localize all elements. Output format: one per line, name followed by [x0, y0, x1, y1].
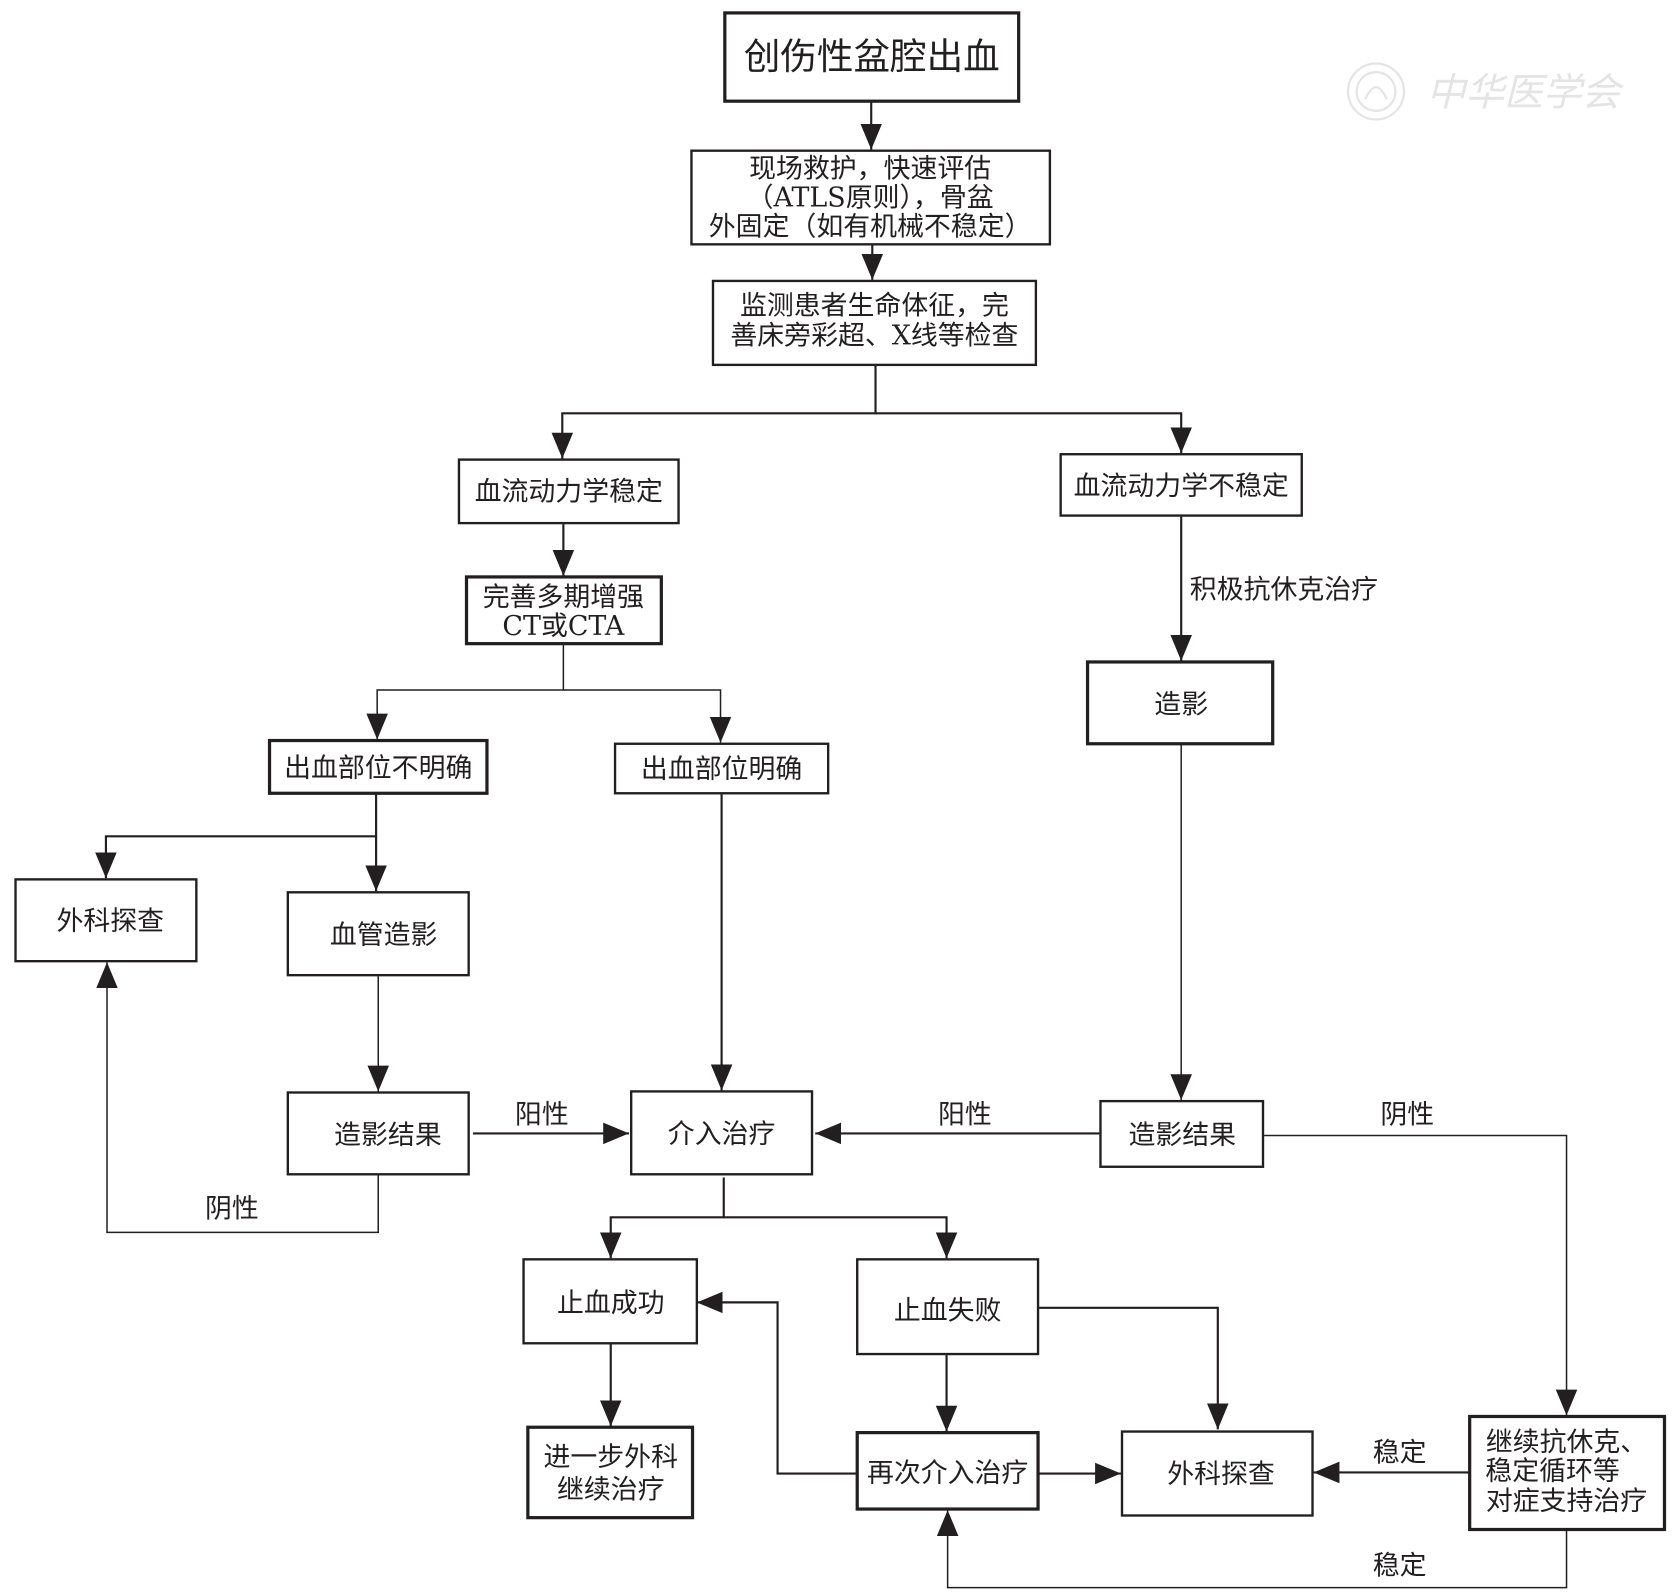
node-angio-right-text: 造影 [1154, 690, 1208, 721]
connectors [95, 102, 1578, 1589]
node-stable-text: 血流动力学稳定 [475, 477, 663, 508]
node-support-line-2: 稳定循环等 [1485, 1456, 1619, 1487]
edge-intervention-success [599, 1177, 725, 1259]
node-start: 创伤性盆腔出血 [723, 11, 1021, 103]
node-intervention-text: 介入治疗 [668, 1119, 776, 1150]
node-assess-line-1: 现场救护，快速评估 [749, 154, 991, 185]
node-unstable-text: 血流动力学不稳定 [1074, 471, 1289, 502]
edge-labels: 积极抗休克治疗 阳性 阴性 阳性 阴性 稳定 稳定 [205, 574, 1434, 1581]
edge-ct-site-unclear [366, 644, 565, 740]
edge-result-right-negative [1264, 1134, 1578, 1416]
node-result-left: 造影结果 [286, 1091, 470, 1176]
node-vessel-angio: 血管造影 [286, 891, 470, 977]
node-support: 继续抗休克、 稳定循环等 对症支持治疗 [1468, 1414, 1667, 1532]
label-stable-reintervention: 稳定 [1373, 1551, 1427, 1582]
edge-result-left-negative [96, 962, 379, 1234]
node-monitor-line-2: 善床旁彩超、X线等检查 [730, 320, 1018, 351]
label-anti-shock: 积极抗休克治疗 [1190, 574, 1378, 605]
node-ct-line-1: 完善多期增强 [483, 582, 644, 613]
label-left-negative: 阴性 [205, 1193, 259, 1224]
node-monitor-line-1: 监测患者生命体征，完 [740, 290, 1009, 321]
node-site-unclear-text: 出血部位不明确 [284, 753, 472, 784]
node-angio-right: 造影 [1085, 660, 1275, 746]
node-re-intervention-text: 再次介入治疗 [867, 1458, 1028, 1489]
edge-monitor-stable [551, 364, 877, 459]
node-failure-text: 止血失败 [894, 1296, 1002, 1327]
society-emblem-icon [1346, 62, 1406, 121]
node-ct: 完善多期增强 CT或CTA [464, 575, 663, 646]
label-left-positive: 阳性 [515, 1100, 569, 1131]
node-assess-line-2: （ATLS原则），骨盆 [747, 183, 994, 214]
label-right-positive: 阳性 [938, 1100, 992, 1131]
node-result-right: 造影结果 [1099, 1099, 1265, 1168]
edge-unclear-surgery [95, 794, 378, 879]
node-surgery-bottom: 外科探查 [1120, 1430, 1314, 1517]
node-vessel-angio-text: 血管造影 [330, 920, 438, 951]
node-further-line-2: 继续治疗 [557, 1474, 665, 1505]
node-further-line-1: 进一步外科 [544, 1442, 678, 1473]
node-success-text: 止血成功 [557, 1288, 665, 1319]
node-site-unclear: 出血部位不明确 [267, 738, 489, 795]
node-site-clear-text: 出血部位明确 [641, 754, 802, 785]
edge-intervention-failure [723, 1216, 958, 1259]
node-assess: 现场救护，快速评估 （ATLS原则），骨盆 外固定（如有机械不稳定） [690, 149, 1052, 246]
node-surgery-bottom-text: 外科探查 [1167, 1459, 1275, 1490]
edge-reintervention-success [696, 1291, 858, 1475]
node-failure: 止血失败 [856, 1258, 1040, 1356]
node-success: 止血成功 [522, 1258, 699, 1345]
edge-ct-site-clear [563, 689, 732, 743]
node-unstable: 血流动力学不稳定 [1059, 453, 1303, 517]
node-support-line-1: 继续抗休克、 [1486, 1427, 1647, 1458]
node-further: 进一步外科 继续治疗 [526, 1425, 695, 1520]
node-support-line-3: 对症支持治疗 [1486, 1486, 1647, 1517]
node-monitor: 监测患者生命体征，完 善床旁彩超、X线等检查 [711, 279, 1038, 367]
watermark-text: 中华医学会 [1427, 70, 1625, 115]
node-surgery-left: 外科探查 [14, 878, 198, 963]
label-stable-surgery: 稳定 [1373, 1438, 1427, 1469]
node-site-clear: 出血部位明确 [613, 742, 830, 795]
label-right-negative: 阴性 [1380, 1100, 1434, 1131]
node-re-intervention: 再次介入治疗 [855, 1431, 1040, 1511]
node-result-right-text: 造影结果 [1128, 1120, 1236, 1151]
node-ct-line-2: CT或CTA [502, 611, 624, 642]
node-intervention: 介入治疗 [630, 1090, 814, 1176]
node-stable: 血流动力学稳定 [457, 458, 680, 525]
edge-monitor-unstable [875, 412, 1192, 454]
node-start-text: 创伤性盆腔出血 [744, 35, 1000, 78]
watermark: 中华医学会 [1346, 62, 1625, 121]
node-assess-line-3: 外固定（如有机械不稳定） [709, 212, 1032, 243]
edge-failure-surgery [1039, 1306, 1229, 1430]
node-surgery-left-text: 外科探查 [56, 906, 164, 937]
edge-support-reintervention [936, 1510, 1568, 1589]
node-result-left-text: 造影结果 [334, 1120, 442, 1151]
